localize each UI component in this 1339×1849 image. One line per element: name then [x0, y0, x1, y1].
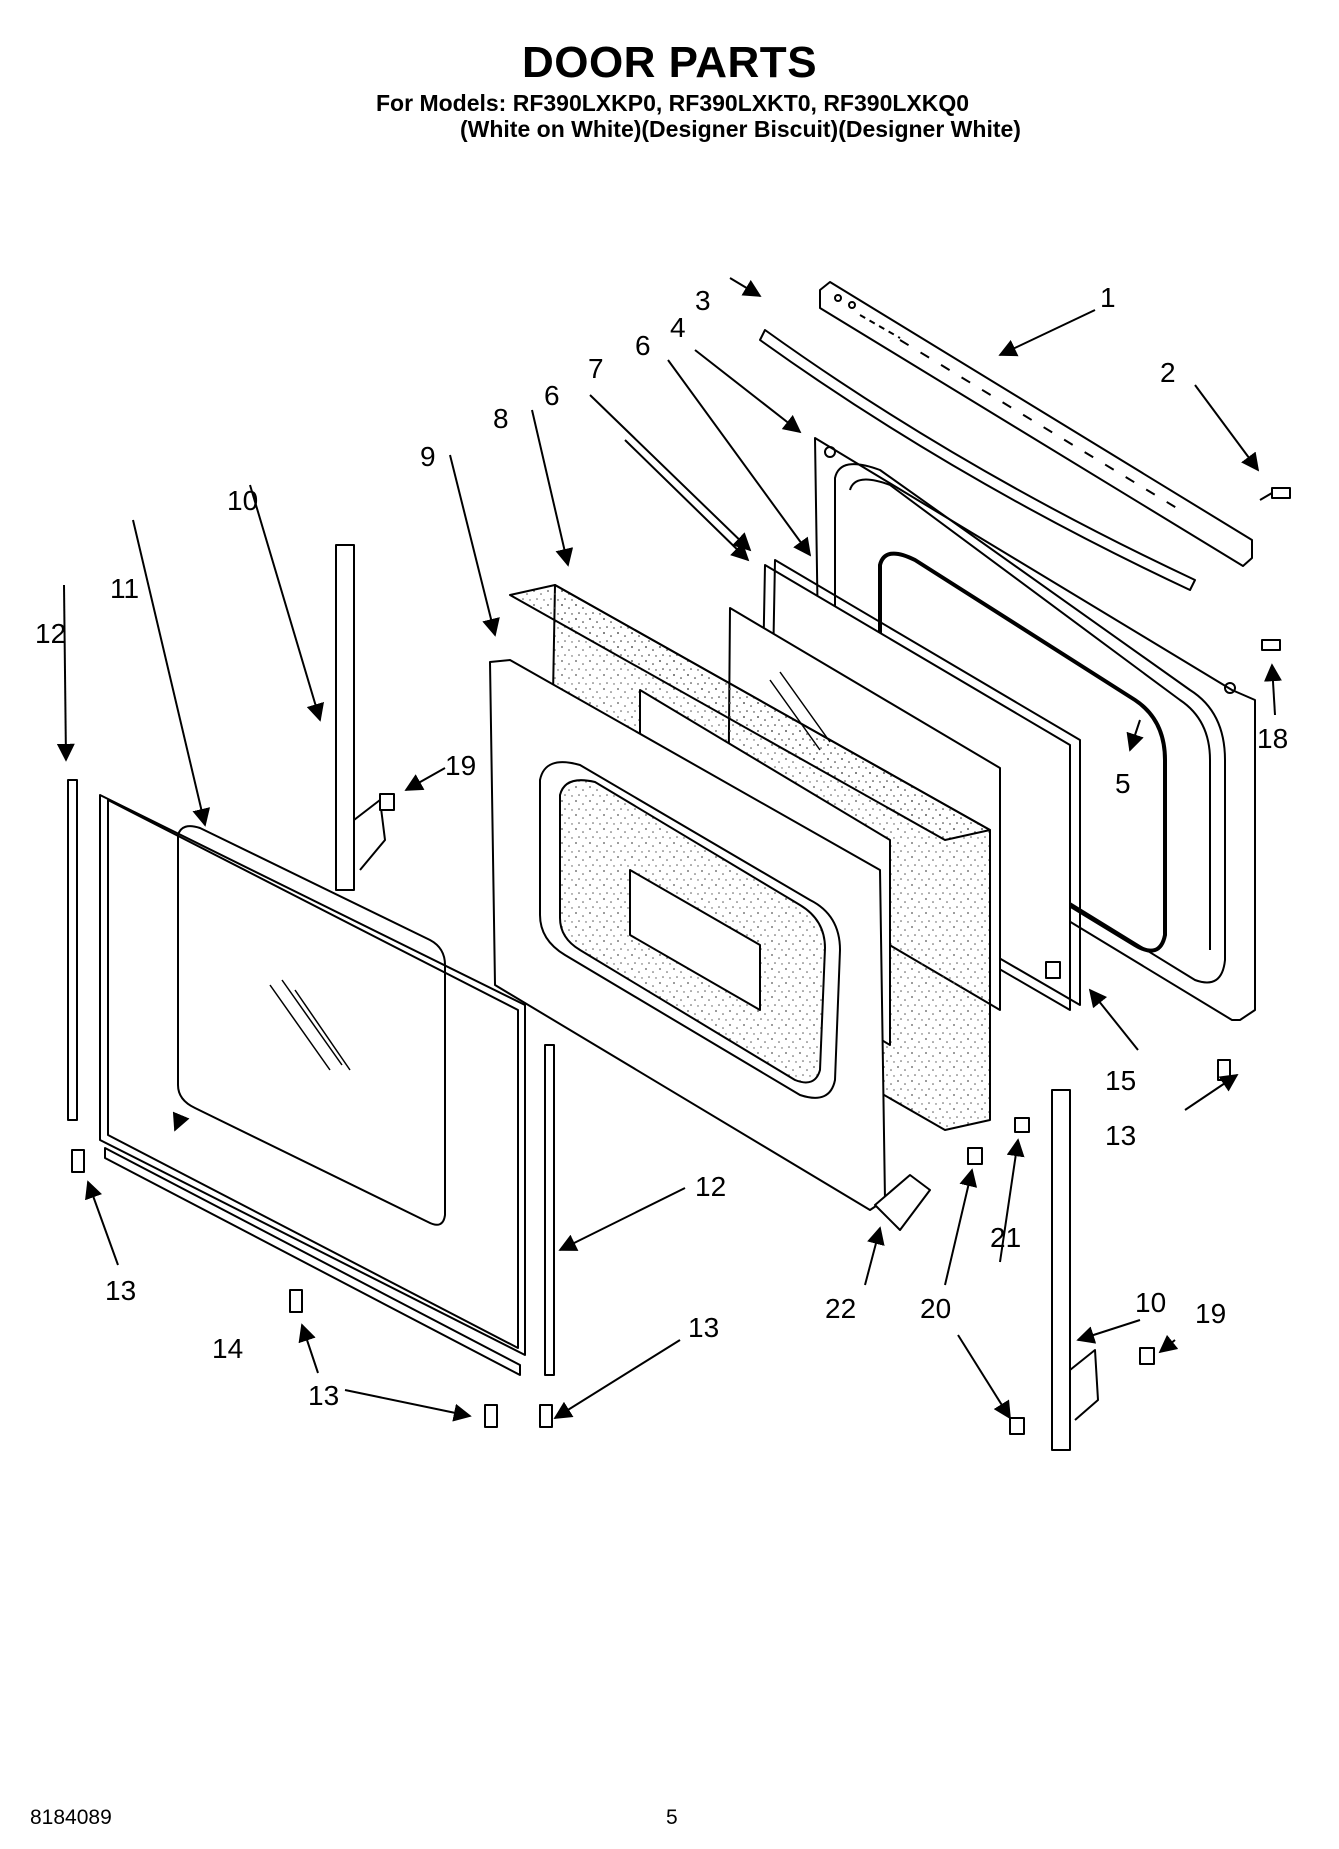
callout-13b: 13: [105, 1275, 136, 1306]
part-18-screw: [1261, 639, 1281, 651]
part-20-screw-upper: [967, 1147, 983, 1165]
callout-4: 4: [670, 312, 686, 343]
callout-22: 22: [825, 1293, 856, 1324]
callout-8: 8: [493, 403, 509, 434]
part-12-side-trim-left: [67, 779, 78, 1121]
callout-13d: 13: [308, 1380, 339, 1411]
callout-21: 21: [990, 1222, 1021, 1253]
models-line: For Models: RF390LXKP0, RF390LXKT0, RF39…: [376, 90, 970, 116]
part-19-clip-right: [1139, 1347, 1155, 1365]
callout-14: 14: [212, 1333, 243, 1364]
page-number: 5: [666, 1806, 678, 1829]
part-21-screw: [1014, 1117, 1030, 1133]
callout-9: 9: [420, 441, 436, 472]
callout-19a: 19: [445, 750, 476, 781]
part-3-trim-curve: [759, 329, 1196, 591]
callout-6b: 6: [544, 380, 560, 411]
part-12-side-trim-right: [544, 1044, 555, 1376]
callout-10a: 10: [227, 485, 258, 516]
part-13-screw-b: [71, 1149, 85, 1173]
callout-labels: 1 2 3 4 5 6 7 6 8 9 10 11 12 19 18 15 13…: [35, 282, 1288, 1411]
part-20-screw-lower: [1009, 1417, 1025, 1435]
callout-15: 15: [1105, 1065, 1136, 1096]
page-title: DOOR PARTS: [521, 38, 818, 87]
part-13-screw-d: [484, 1404, 498, 1428]
callout-11: 11: [110, 573, 139, 604]
callout-18: 18: [1257, 723, 1288, 754]
callout-19b: 19: [1195, 1298, 1226, 1329]
part-11-outer-door: [99, 794, 526, 1356]
callout-2: 2: [1160, 357, 1176, 388]
part-22-bracket: [874, 1174, 931, 1231]
callout-12a: 12: [35, 618, 66, 649]
part-19-clip-left: [379, 793, 395, 811]
callout-13a: 13: [1105, 1120, 1136, 1151]
variants-line: (White on White)(Designer Biscuit)(Desig…: [460, 116, 1021, 142]
part-15-clip: [1045, 961, 1061, 979]
part-10-hinge-right: [1051, 1089, 1099, 1451]
callout-5: 5: [1115, 768, 1131, 799]
document-number: 8184089: [30, 1806, 112, 1829]
callout-13c: 13: [688, 1312, 719, 1343]
callout-3: 3: [695, 285, 711, 316]
part-2-screw: [1259, 487, 1291, 501]
part-1-vent-trim: [819, 281, 1253, 567]
part-13-screw-c: [289, 1289, 303, 1313]
callout-7: 7: [588, 353, 604, 384]
part-13-screw-a: [1217, 1059, 1231, 1081]
callout-10b: 10: [1135, 1287, 1166, 1318]
part-14-bottom-trim: [104, 1147, 521, 1376]
callout-6a: 6: [635, 330, 651, 361]
part-9-door-liner: [489, 659, 886, 1211]
callout-20: 20: [920, 1293, 951, 1324]
part-10-hinge-left: [335, 544, 386, 891]
callout-1: 1: [1100, 282, 1116, 313]
leader-lines: [56, 277, 1282, 1422]
part-13-screw-e: [539, 1404, 553, 1428]
callout-12b: 12: [695, 1171, 726, 1202]
